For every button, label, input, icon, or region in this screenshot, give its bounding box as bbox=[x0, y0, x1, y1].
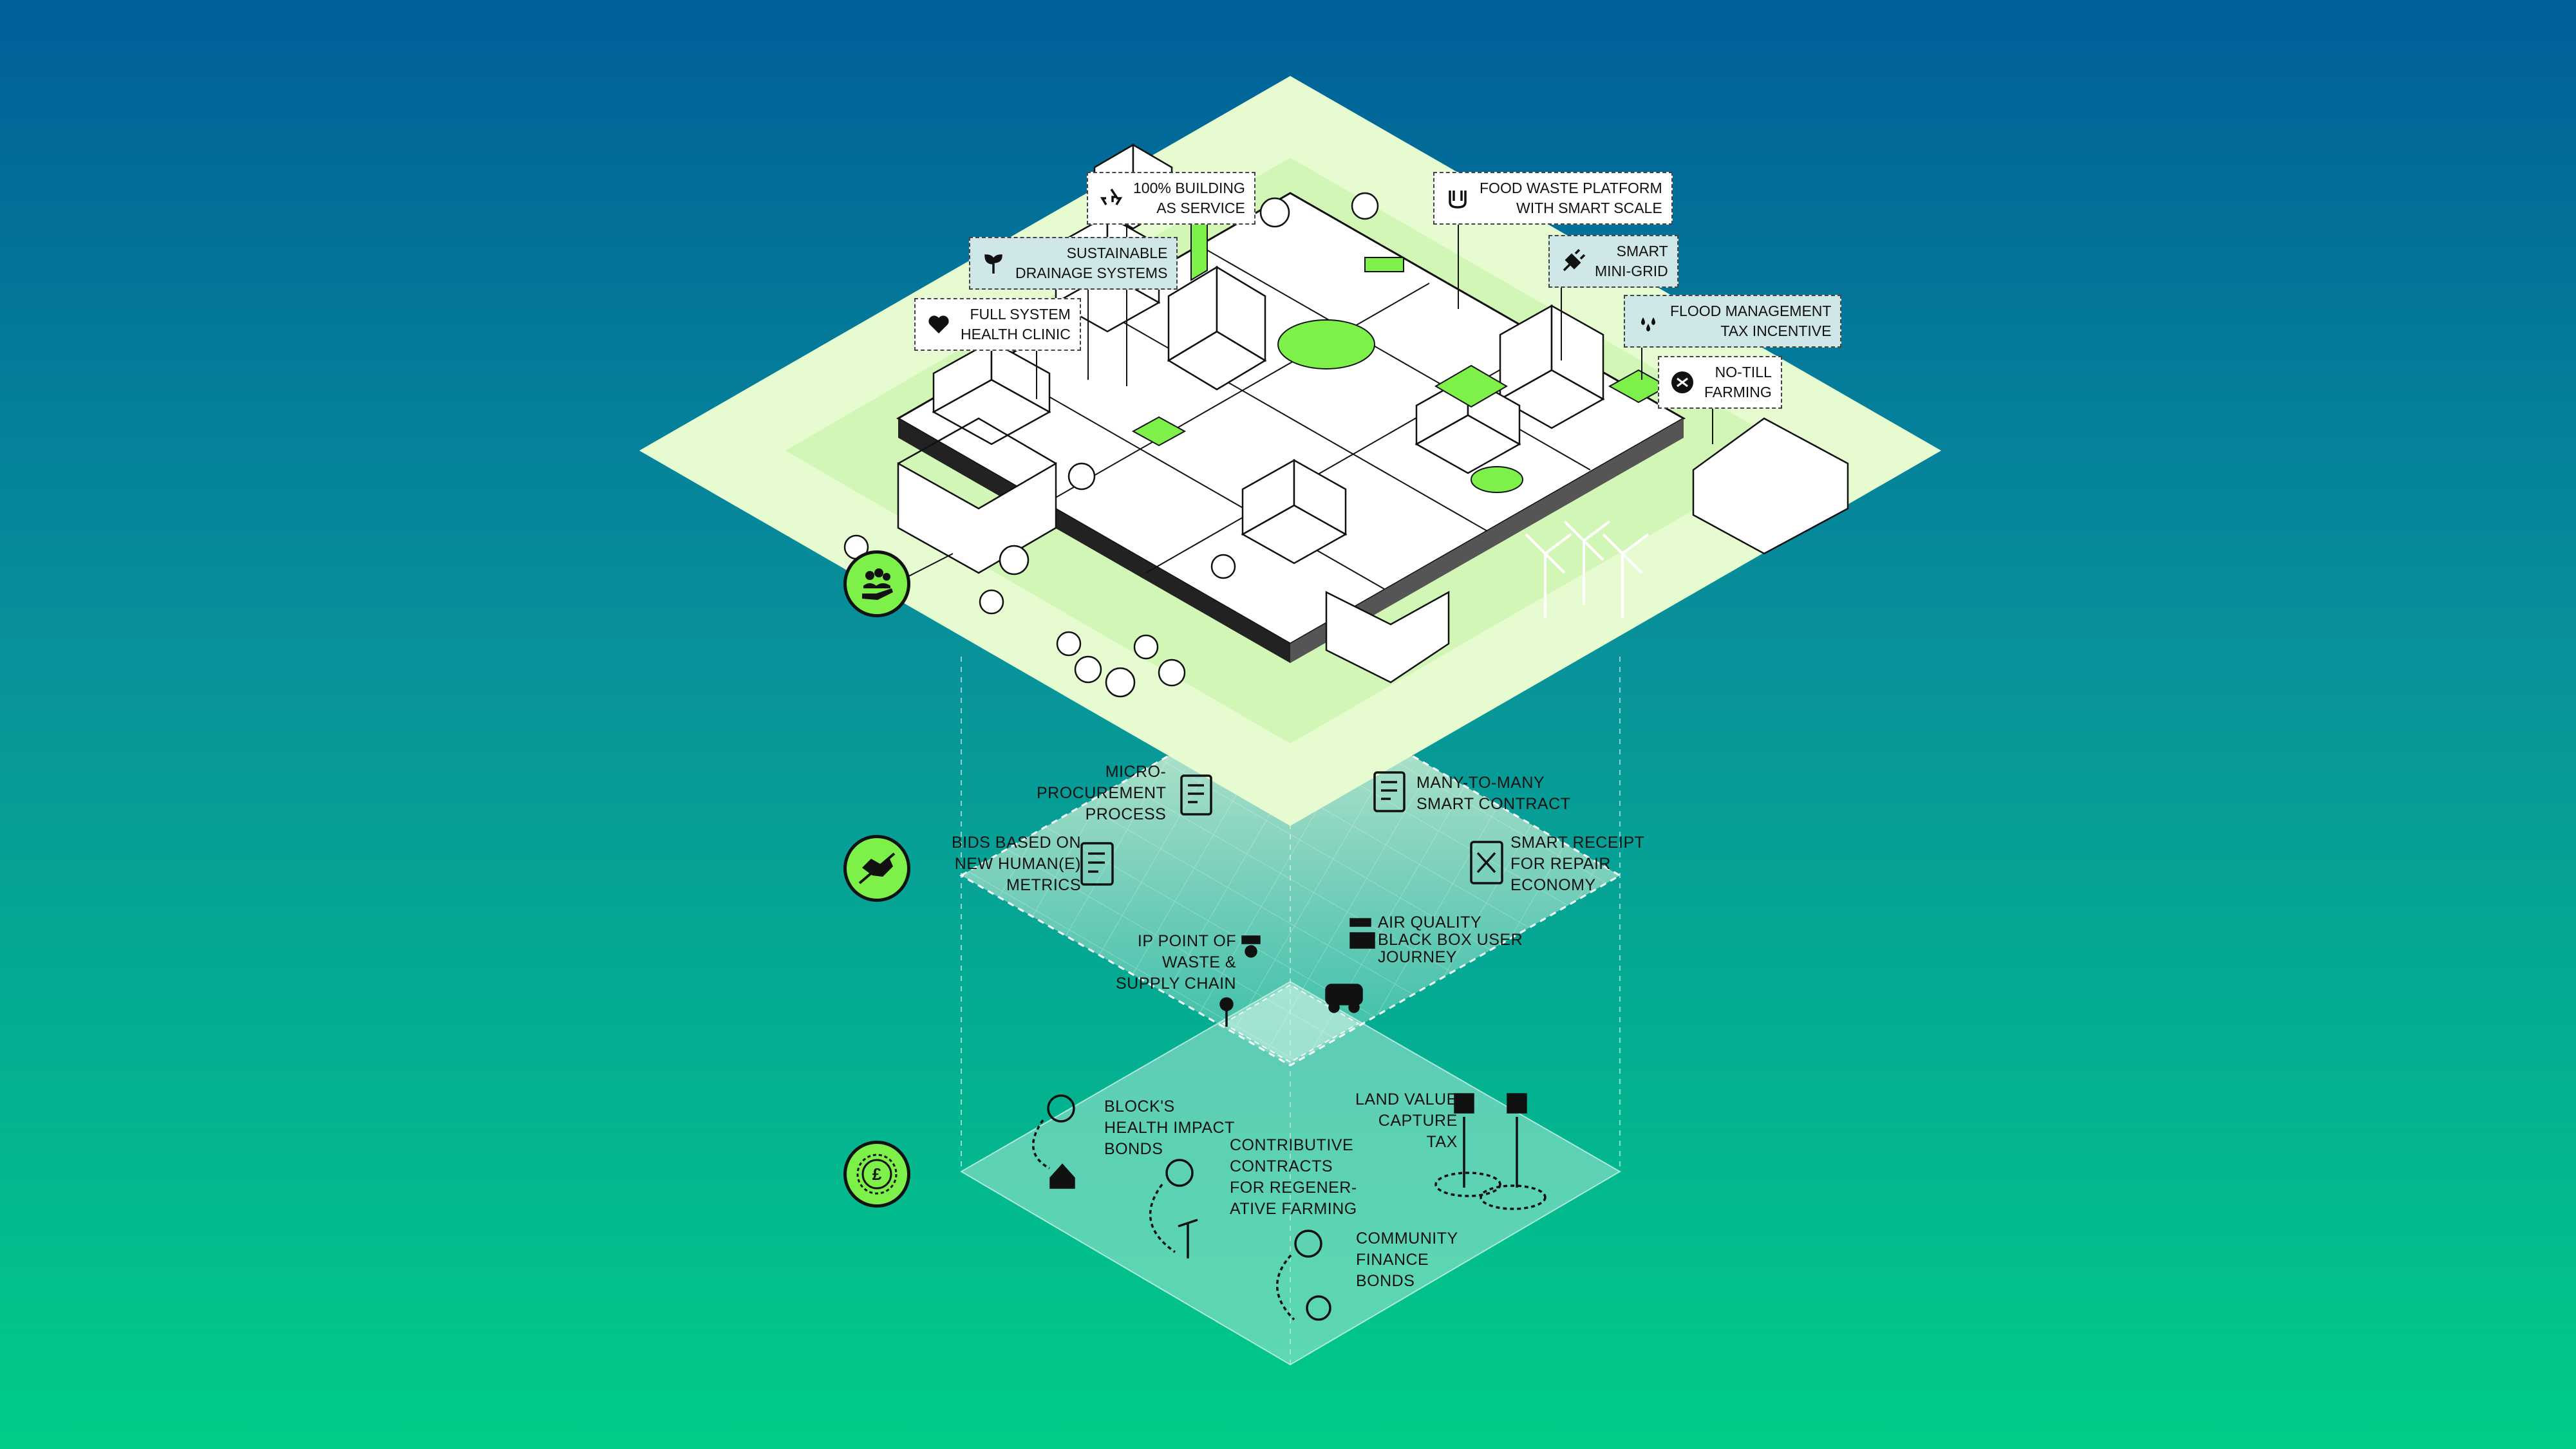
handshake-icon bbox=[858, 852, 896, 884]
waste-point-icon bbox=[1219, 935, 1261, 1027]
label-ip-waste: IP POINT OF WASTE & SUPPLY CHAIN bbox=[1116, 932, 1237, 993]
pound-cycle-icon bbox=[1031, 1094, 1075, 1189]
tag-building-as-service: 100% BUILDING AS SERVICE bbox=[1087, 172, 1255, 225]
procurement-badge bbox=[843, 835, 910, 902]
invoice-icon bbox=[1180, 774, 1212, 816]
tag-line: FLOOD MANAGEMENT bbox=[1670, 303, 1832, 319]
tag-line: FULL SYSTEM bbox=[970, 306, 1071, 323]
tag-line: MINI-GRID bbox=[1595, 263, 1668, 279]
tag-line: AS SERVICE bbox=[1156, 200, 1245, 216]
label-micro-procurement: MICRO- PROCUREMENT PROCESS bbox=[1037, 763, 1167, 823]
finance-badge: £ bbox=[843, 1141, 910, 1208]
soil-icon bbox=[1671, 371, 1693, 393]
finance-layer-plane bbox=[960, 980, 1621, 1366]
sprout-icon bbox=[984, 254, 1002, 274]
tag-health-clinic: FULL SYSTEM HEALTH CLINIC bbox=[914, 298, 1081, 351]
label-smart-receipt: SMART RECEIPT FOR REPAIR ECONOMY bbox=[1510, 834, 1645, 894]
bottom-icons bbox=[1031, 1093, 1547, 1321]
droplets-icon bbox=[1641, 317, 1655, 332]
plug-icon bbox=[1563, 248, 1586, 272]
label-bids: BIDS BASED ON NEW HUMAN(E) METRICS bbox=[952, 834, 1081, 894]
pound-coin-icon: £ bbox=[856, 1154, 898, 1195]
middle-icons bbox=[1080, 771, 1503, 1027]
recycle-icon bbox=[1100, 189, 1123, 205]
pound-cycle-icon bbox=[1276, 1229, 1331, 1321]
sensor-icon bbox=[1325, 918, 1375, 1013]
tag-line: DRAINAGE SYSTEMS bbox=[1015, 265, 1168, 281]
tag-line: SMART bbox=[1616, 243, 1668, 259]
tag-line: TAX INCENTIVE bbox=[1720, 323, 1832, 339]
tag-line: WITH SMART SCALE bbox=[1516, 200, 1662, 216]
label-community-bonds: COMMUNITY FINANCE BONDS bbox=[1356, 1229, 1458, 1290]
procurement-grid bbox=[961, 686, 1620, 1065]
tag-food-waste: FOOD WASTE PLATFORM WITH SMART SCALE bbox=[1433, 172, 1673, 225]
document-code-icon bbox=[1080, 842, 1114, 886]
tag-line: SUSTAINABLE bbox=[1066, 245, 1168, 261]
contract-icon bbox=[1373, 771, 1406, 812]
tag-line: NO-TILL bbox=[1715, 364, 1772, 380]
tag-flood: FLOOD MANAGEMENT TAX INCENTIVE bbox=[1624, 295, 1842, 348]
tag-drainage: SUSTAINABLE DRAINAGE SYSTEMS bbox=[969, 237, 1178, 290]
tag-line: FOOD WASTE PLATFORM bbox=[1480, 180, 1662, 196]
tag-no-till: NO-TILL FARMING bbox=[1658, 356, 1782, 409]
svg-text:£: £ bbox=[872, 1164, 882, 1184]
repair-receipt-icon bbox=[1470, 841, 1503, 884]
tag-line: 100% BUILDING bbox=[1133, 180, 1245, 196]
heart-icon bbox=[928, 315, 949, 333]
label-smart-contract: MANY-TO-MANY SMART CONTRACT bbox=[1416, 774, 1571, 813]
community-hand-icon bbox=[862, 568, 893, 600]
pound-cycle-icon bbox=[1149, 1159, 1198, 1258]
wind-turbines bbox=[1525, 520, 1650, 618]
label-air-quality: AIR QUALITY BLACK BOX USER JOURNEY bbox=[1378, 913, 1523, 966]
community-badge bbox=[843, 550, 910, 617]
land-value-icon bbox=[1434, 1093, 1547, 1210]
tag-line: FARMING bbox=[1704, 384, 1772, 400]
tag-line: HEALTH CLINIC bbox=[961, 326, 1071, 342]
label-regen-farming: CONTRIBUTIVE CONTRACTS FOR REGENER- ATIV… bbox=[1230, 1136, 1357, 1218]
label-health-bonds: BLOCK'S HEALTH IMPACT BONDS bbox=[1104, 1098, 1235, 1158]
label-land-value: LAND VALUE CAPTURE TAX bbox=[1355, 1090, 1458, 1151]
tag-mini-grid: SMART MINI-GRID bbox=[1548, 235, 1678, 288]
scale-icon bbox=[1449, 191, 1467, 209]
